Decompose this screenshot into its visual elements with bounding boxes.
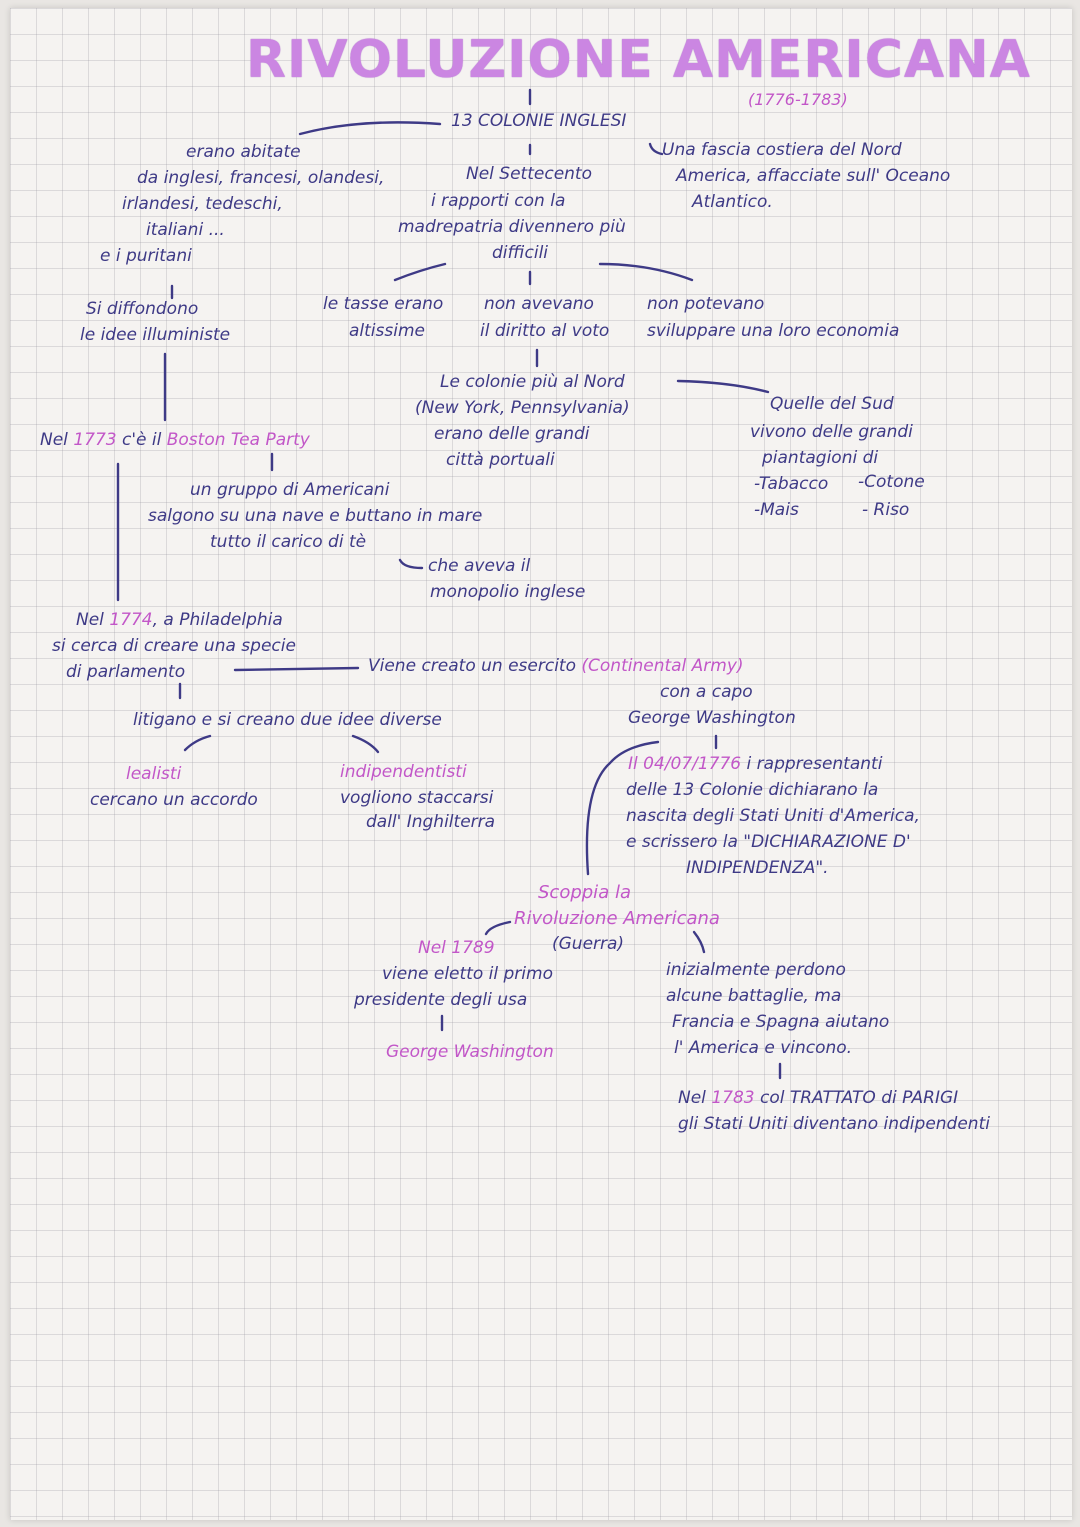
north-line-4: città portuali: [446, 450, 555, 470]
taxes-line-2: altissime: [349, 321, 425, 341]
inhabitants-line-4: italiani ...: [146, 220, 225, 240]
colonies-heading: 13 COLONIE INGLESI: [451, 111, 627, 131]
north-line-2: (New York, Pennsylvania): [415, 398, 630, 418]
philadelphia-line-1: Nel 1774, a Philadelphia: [76, 612, 283, 629]
president-line-3: presidente degli usa: [354, 990, 528, 1010]
page-title: RIVOLUZIONE AMERICANA: [246, 30, 1031, 90]
geography-line-3: Atlantico.: [692, 192, 773, 212]
loyalists-desc: cercano un accordo: [90, 790, 258, 810]
declaration-date: Il 04/07/1776: [628, 754, 742, 774]
crop-corn: -Mais: [754, 500, 799, 520]
independentists-desc-1: vogliono staccarsi: [340, 788, 494, 808]
inhabitants-line-2: da inglesi, francesi, olandesi,: [137, 168, 385, 188]
north-line-1: Le colonie più al Nord: [440, 372, 625, 392]
declaration-line-4: e scrissero la "DICHIARAZIONE D': [626, 832, 911, 852]
army-line-1: Viene creato un esercito (Continental Ar…: [368, 658, 744, 675]
vote-line-1: non avevano: [484, 294, 594, 314]
settecento-line-1: Nel Settecento: [466, 164, 592, 184]
revolution-line-2: Rivoluzione Americana: [514, 908, 720, 929]
army-name: (Continental Army): [581, 656, 744, 676]
treaty-line-1: Nel 1783 col TRATTATO di PARIGI: [678, 1090, 958, 1107]
philadelphia-rest: , a Philadelphia: [152, 610, 283, 630]
president-year: Nel 1789: [418, 938, 495, 958]
crop-tobacco: -Tabacco: [754, 474, 829, 494]
date-range: (1776-1783): [748, 90, 848, 109]
treaty-year: 1783: [711, 1088, 755, 1108]
notebook-page: RIVOLUZIONE AMERICANA (1776-1783) 13 COL…: [10, 8, 1072, 1520]
boston-heading: Nel 1773 c'è il Boston Tea Party: [40, 432, 310, 449]
treaty-pre: Nel: [678, 1088, 706, 1108]
boston-event: Boston Tea Party: [166, 430, 310, 450]
geography-line-2: America, affacciate sull' Oceano: [676, 166, 951, 186]
settecento-line-2: i rapporti con la: [431, 191, 566, 211]
president-name: George Washington: [386, 1042, 554, 1062]
loyalists: lealisti: [126, 764, 182, 784]
inhabitants-line-1: erano abitate: [186, 142, 301, 162]
enlightenment-line-1: Si diffondono: [86, 299, 199, 319]
settecento-line-4: difficili: [492, 243, 549, 263]
army-line-3: George Washington: [628, 708, 796, 728]
boston-pre: Nel: [40, 430, 68, 450]
war-line-4: l' America e vincono.: [674, 1038, 853, 1058]
inhabitants-line-5: e i puritani: [100, 246, 192, 266]
south-line-2: vivono delle grandi: [750, 422, 913, 442]
connector-lines: [116, 88, 782, 1080]
crop-rice: - Riso: [862, 500, 910, 520]
boston-desc-2: salgono su una nave e buttano in mare: [148, 506, 483, 526]
war-line-2: alcune battaglie, ma: [666, 986, 842, 1006]
south-line-3: piantagioni di: [762, 448, 879, 468]
settecento-line-3: madrepatria divennero più: [398, 217, 626, 237]
boston-monopoly-1: che aveva il: [428, 556, 531, 576]
economy-line-1: non potevano: [647, 294, 765, 314]
president-line-2: viene eletto il primo: [382, 964, 553, 984]
philadelphia-year: 1774: [109, 610, 153, 630]
philadelphia-line-2: si cerca di creare una specie: [52, 636, 296, 656]
revolution-line-1: Scoppia la: [538, 882, 631, 903]
crop-cotton: -Cotone: [858, 472, 925, 492]
war-line-3: Francia e Spagna aiutano: [672, 1012, 890, 1032]
declaration-rest: i rappresentanti: [746, 754, 883, 774]
declaration-line-1: Il 04/07/1776 i rappresentanti: [628, 756, 882, 773]
war-line-1: inizialmente perdono: [666, 960, 846, 980]
army-line-2: con a capo: [660, 682, 753, 702]
boston-desc-1: un gruppo di Americani: [190, 480, 390, 500]
economy-line-2: sviluppare una loro economia: [647, 321, 900, 341]
treaty-line-2: gli Stati Uniti diventano indipendenti: [678, 1114, 990, 1134]
boston-monopoly-2: monopolio inglese: [430, 582, 586, 602]
boston-year: 1773: [73, 430, 117, 450]
boston-mid: c'è il: [121, 430, 162, 450]
boston-desc-3: tutto il carico di tè: [210, 532, 367, 552]
north-line-3: erano delle grandi: [434, 424, 590, 444]
vote-line-2: il diritto al voto: [480, 321, 610, 341]
army-created: Viene creato un esercito: [368, 656, 576, 676]
inhabitants-line-3: irlandesi, tedeschi,: [122, 194, 283, 214]
treaty-rest: col TRATTATO di PARIGI: [759, 1088, 959, 1108]
philadelphia-line-3: di parlamento: [66, 662, 186, 682]
south-line-1: Quelle del Sud: [770, 394, 894, 414]
declaration-line-5: INDIPENDENZA".: [686, 858, 829, 878]
independentists-desc-2: dall' Inghilterra: [366, 812, 496, 832]
independentists: indipendentisti: [340, 762, 467, 782]
declaration-line-3: nascita degli Stati Uniti d'America,: [626, 806, 920, 826]
taxes-line-1: le tasse erano: [323, 294, 444, 314]
geography-line-1: Una fascia costiera del Nord: [662, 140, 902, 160]
philadelphia-pre: Nel: [76, 610, 104, 630]
declaration-line-2: delle 13 Colonie dichiarano la: [626, 780, 879, 800]
enlightenment-line-2: le idee illuministe: [80, 325, 231, 345]
revolution-line-3: (Guerra): [552, 934, 625, 954]
ideas-heading: litigano e si creano due idee diverse: [133, 710, 442, 730]
